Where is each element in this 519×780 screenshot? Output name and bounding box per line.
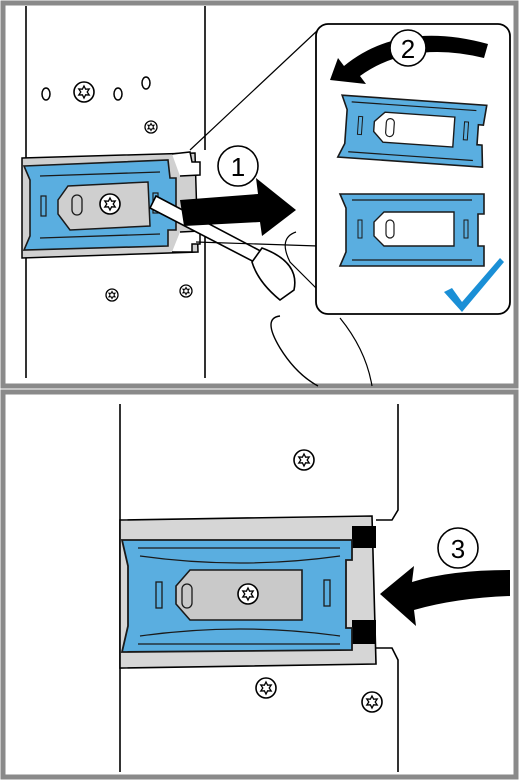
hinge-clip	[122, 540, 352, 652]
step-3-label: 3	[451, 534, 465, 564]
torx-screw-icon	[145, 121, 157, 133]
step-1-label: 1	[231, 152, 245, 182]
detail-inset: 2	[316, 24, 510, 314]
bottom-panel: 3	[3, 392, 516, 777]
torx-screw-icon	[294, 450, 314, 470]
torx-screw-icon	[256, 678, 276, 698]
step-2-label: 2	[401, 34, 415, 64]
torx-screw-icon	[74, 82, 94, 102]
torx-screw-icon	[362, 692, 382, 712]
top-panel: 1 2	[3, 3, 516, 386]
torx-screw-icon	[180, 285, 192, 297]
torx-screw-icon	[106, 289, 118, 301]
